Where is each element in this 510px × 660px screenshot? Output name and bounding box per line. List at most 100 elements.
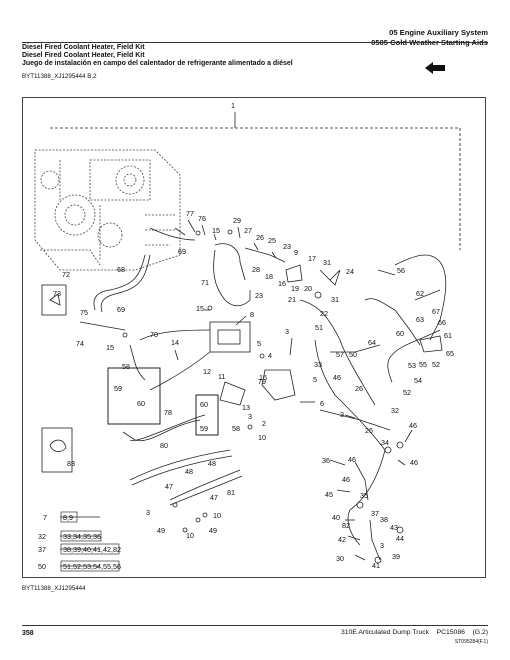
svg-text:36: 36 bbox=[322, 456, 330, 465]
svg-text:44: 44 bbox=[396, 534, 404, 543]
svg-text:3: 3 bbox=[340, 410, 344, 419]
wire-30 bbox=[369, 519, 381, 561]
svg-text:28: 28 bbox=[252, 265, 260, 274]
svg-text:52: 52 bbox=[403, 388, 411, 397]
svg-text:27: 27 bbox=[244, 226, 252, 235]
svg-text:59: 59 bbox=[114, 384, 122, 393]
svg-text:69: 69 bbox=[178, 247, 186, 256]
svg-text:69: 69 bbox=[117, 305, 125, 314]
pipe-81 bbox=[169, 469, 241, 501]
svg-text:49: 49 bbox=[157, 526, 165, 535]
svg-text:5: 5 bbox=[313, 375, 317, 384]
svg-text:37: 37 bbox=[371, 509, 379, 518]
footer-doc-title: 310E Articulated Dump Truck bbox=[341, 629, 430, 636]
svg-text:45: 45 bbox=[325, 490, 333, 499]
svg-text:46: 46 bbox=[342, 475, 350, 484]
svg-text:60: 60 bbox=[200, 400, 208, 409]
svg-text:57: 57 bbox=[336, 350, 344, 359]
plate-58 bbox=[107, 367, 161, 425]
figure-ref-bottom: BYT11388_XJ1295444 bbox=[22, 585, 86, 592]
figure-title-es: Juego de instalación en campo del calent… bbox=[22, 60, 293, 68]
svg-text:46: 46 bbox=[348, 455, 356, 464]
group-refs: 7 8,9 32 33,34,35,36 37 38,39,40,41,42,8… bbox=[38, 511, 121, 572]
svg-text:12: 12 bbox=[203, 367, 211, 376]
svg-text:5: 5 bbox=[257, 339, 261, 348]
svg-text:10: 10 bbox=[258, 433, 266, 442]
svg-text:17: 17 bbox=[308, 254, 316, 263]
figure-title-en-repeat: Diesel Fired Coolant Heater, Field Kit bbox=[22, 52, 145, 60]
svg-text:32: 32 bbox=[391, 406, 399, 415]
plate-59 bbox=[195, 394, 219, 436]
svg-text:53: 53 bbox=[408, 361, 416, 370]
svg-text:43: 43 bbox=[390, 523, 398, 532]
svg-text:63: 63 bbox=[416, 315, 424, 324]
svg-text:11: 11 bbox=[218, 372, 225, 381]
svg-text:6: 6 bbox=[320, 399, 324, 408]
svg-text:3: 3 bbox=[380, 541, 384, 550]
svg-text:65: 65 bbox=[446, 349, 454, 358]
svg-text:50: 50 bbox=[38, 562, 46, 571]
cable-55 bbox=[387, 329, 441, 383]
svg-text:3: 3 bbox=[248, 412, 252, 421]
svg-text:33: 33 bbox=[314, 360, 322, 369]
svg-text:26: 26 bbox=[365, 426, 373, 435]
wire-57 bbox=[330, 344, 381, 353]
group-items-7: 8,9 bbox=[63, 513, 73, 522]
svg-text:67: 67 bbox=[432, 307, 440, 316]
svg-text:83: 83 bbox=[67, 459, 75, 468]
svg-text:35: 35 bbox=[360, 491, 368, 500]
svg-text:46: 46 bbox=[333, 373, 341, 382]
svg-text:23: 23 bbox=[283, 242, 291, 251]
svg-text:26: 26 bbox=[355, 384, 363, 393]
svg-text:37: 37 bbox=[38, 545, 46, 554]
hose-68 bbox=[93, 254, 146, 311]
svg-text:68: 68 bbox=[117, 265, 125, 274]
footer-doc: 310E Articulated Dump Truck PC15086 (G.2… bbox=[341, 629, 488, 636]
wire-45 bbox=[354, 461, 369, 501]
svg-text:39: 39 bbox=[392, 552, 400, 561]
hose-69 bbox=[149, 227, 196, 241]
svg-text:32: 32 bbox=[38, 532, 46, 541]
svg-text:59: 59 bbox=[200, 424, 208, 433]
svg-text:61: 61 bbox=[444, 331, 452, 340]
hose-70 bbox=[129, 344, 146, 381]
svg-text:48: 48 bbox=[185, 467, 193, 476]
svg-text:13: 13 bbox=[242, 403, 250, 412]
svg-text:40: 40 bbox=[332, 513, 340, 522]
svg-text:38,39,40,41,42,82: 38,39,40,41,42,82 bbox=[63, 545, 121, 554]
harness-33 bbox=[314, 339, 386, 451]
svg-text:4: 4 bbox=[268, 351, 272, 360]
svg-text:76: 76 bbox=[198, 214, 206, 223]
svg-text:60: 60 bbox=[137, 399, 145, 408]
svg-text:16: 16 bbox=[278, 279, 286, 288]
svg-text:58: 58 bbox=[122, 362, 130, 371]
svg-text:58: 58 bbox=[232, 424, 240, 433]
hose-71 bbox=[213, 249, 251, 307]
svg-text:31: 31 bbox=[331, 295, 339, 304]
svg-text:46: 46 bbox=[409, 421, 417, 430]
wire-63 bbox=[394, 309, 421, 346]
svg-text:74: 74 bbox=[76, 339, 84, 348]
svg-text:26: 26 bbox=[256, 233, 264, 242]
svg-text:8: 8 bbox=[250, 310, 254, 319]
figure-frame bbox=[22, 97, 486, 578]
bracket-12 bbox=[219, 381, 246, 406]
svg-text:15: 15 bbox=[259, 373, 267, 382]
svg-text:2: 2 bbox=[262, 419, 266, 428]
svg-text:80: 80 bbox=[160, 441, 168, 450]
svg-text:55: 55 bbox=[419, 360, 427, 369]
callout-labels: 1 77 76 15 29 27 26 25 23 9 69 28 18 16 … bbox=[53, 101, 454, 570]
svg-text:70: 70 bbox=[150, 330, 158, 339]
footer-sub-code: ST095284(F.1) bbox=[454, 639, 488, 645]
svg-text:15: 15 bbox=[106, 343, 114, 352]
detail-box-72 bbox=[41, 284, 67, 316]
svg-text:29: 29 bbox=[233, 216, 241, 225]
arrow-left-icon[interactable] bbox=[424, 60, 446, 74]
svg-text:18: 18 bbox=[265, 272, 273, 281]
svg-text:50: 50 bbox=[349, 350, 357, 359]
svg-text:31: 31 bbox=[323, 258, 331, 267]
connector-61 bbox=[419, 335, 443, 353]
harness-32 bbox=[347, 449, 386, 546]
svg-text:23: 23 bbox=[255, 291, 263, 300]
